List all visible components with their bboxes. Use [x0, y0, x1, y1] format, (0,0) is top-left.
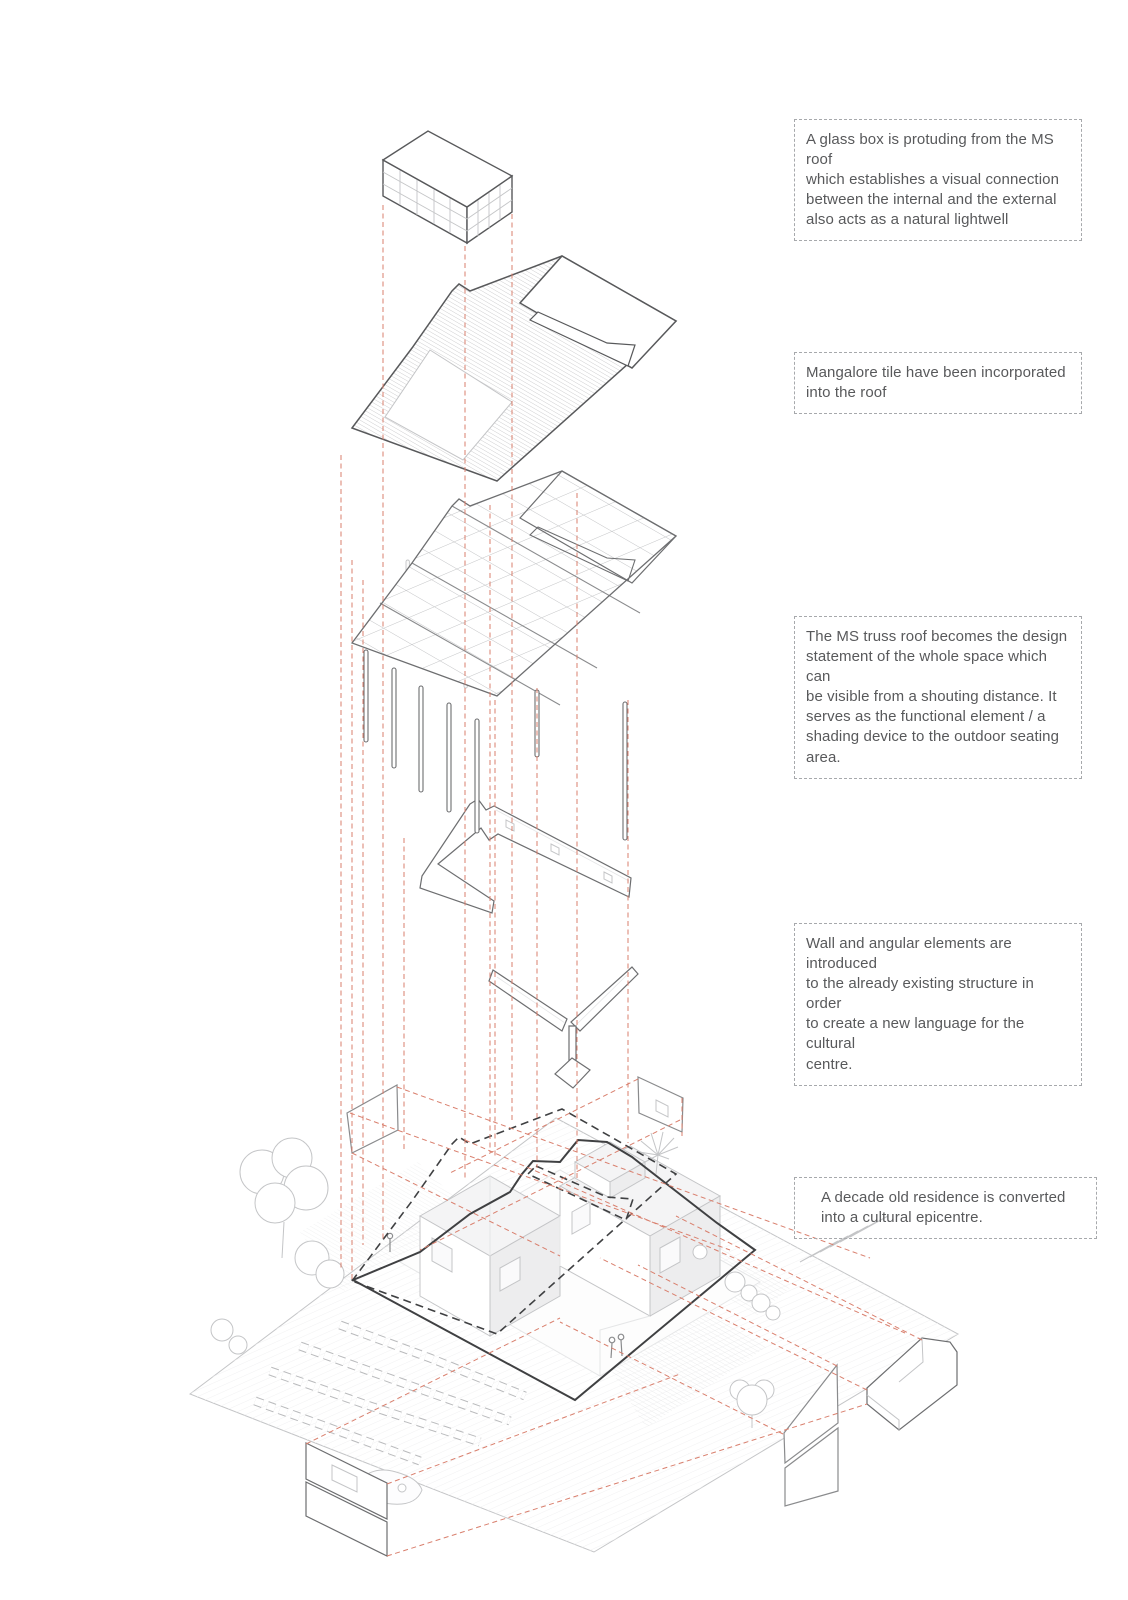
floating-wall-panels [305, 1076, 958, 1557]
site-plan [188, 1108, 960, 1553]
glass-mullions [382, 169, 513, 236]
lightwell-opening [384, 349, 513, 461]
tile-roof-outline [350, 255, 678, 482]
truss-members [379, 505, 641, 706]
wall-c-element [419, 798, 632, 914]
truss-upper-terrace-outline [519, 470, 677, 584]
wall-panel-left [346, 1083, 399, 1154]
tile-roof [350, 255, 678, 482]
terrace-l-opening [528, 311, 636, 367]
wall-panel-right [637, 1076, 684, 1133]
wall-y-element [488, 966, 639, 1089]
roof-footprint-dashed [350, 1108, 678, 1335]
annotation-ms-truss-roof: The MS truss roof becomes the design sta… [794, 616, 1082, 779]
annotation-wall-elements: Wall and angular elements are introduced… [794, 923, 1082, 1086]
plan-bold-outline [350, 1138, 757, 1402]
truss-edge-posts [363, 649, 628, 841]
glass-box-top-face [381, 130, 514, 208]
annotation-glass-box: A glass box is protuding from the MS roo… [794, 119, 1082, 242]
wall-panel-slanted-right [783, 1363, 839, 1507]
boulder-rows [253, 1320, 527, 1466]
annotation-residence: A decade old residence is converted into… [794, 1177, 1097, 1240]
garden-hatch [300, 1162, 470, 1292]
truss-l-opening [529, 526, 636, 582]
projection-lines [305, 205, 923, 1557]
annotation-mangalore-tile: Mangalore tile have been incorporated in… [794, 352, 1082, 415]
truss-outline [350, 470, 678, 697]
tree-left-large [239, 1137, 329, 1259]
glass-box [381, 130, 514, 245]
pond-rock [397, 1483, 407, 1493]
palm-tree [638, 1131, 679, 1175]
upper-terrace-outline [518, 255, 678, 369]
tree-left-small [210, 1240, 345, 1355]
bushes-right [692, 1244, 781, 1428]
wall-corner-l [866, 1337, 958, 1431]
truss-roof [350, 470, 678, 841]
